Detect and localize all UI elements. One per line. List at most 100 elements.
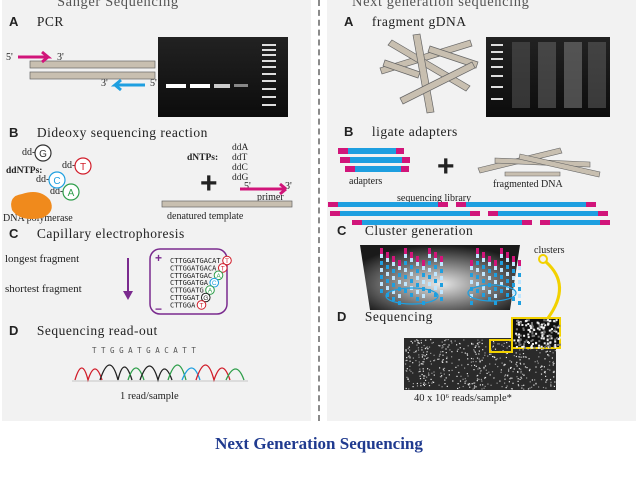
speckle [425,347,428,349]
cluster-strand-segment [482,279,485,283]
speckle [523,340,526,343]
speckle [430,378,432,380]
speckle [501,362,503,364]
fragment-terminator-letter: T [225,258,229,265]
speckle [505,353,507,355]
cluster-strand-segment [434,265,437,269]
cluster-ring [385,287,439,305]
speckle [407,352,409,354]
speckle [510,367,512,369]
speckle [553,371,555,374]
speckle [471,365,473,367]
speckle [407,348,409,350]
gel-ladder [491,44,503,100]
cluster-strand-segment [386,279,389,283]
cluster-strand-tip [506,252,509,258]
speckle [459,343,461,345]
cluster-strand-segment [380,261,383,265]
speckle [515,352,517,354]
speckle [477,344,479,346]
speckle [553,325,556,327]
speckle [486,372,488,374]
speckle [497,366,499,368]
speckle [493,377,495,379]
cluster-strand-segment [440,290,443,294]
speckle [550,337,553,340]
speckle [442,354,444,356]
panel-divider [318,0,320,421]
speckle [537,346,540,349]
speckle [444,379,446,381]
speckle [525,319,528,322]
adapter-segment [600,220,610,225]
speckle [407,378,409,380]
cluster-strand-segment [404,282,407,286]
speckle [531,325,534,328]
speckle [531,327,534,330]
speckle [531,332,534,335]
speckle [527,348,529,350]
speckle [456,350,458,352]
speckle [425,379,427,381]
cluster-strand-segment [422,280,425,284]
speckle [463,339,465,341]
speckle [472,343,474,345]
speckle [415,360,417,362]
speckle [545,319,548,322]
cluster-strand-segment [476,268,479,272]
cluster-strand-segment [416,297,419,301]
speckle [428,369,431,371]
speckle [441,347,443,349]
cluster-strand-segment [512,269,515,273]
speckle [537,335,540,338]
trace-t2 [195,364,231,383]
speckle [460,375,462,377]
speckle [456,344,458,346]
speckle [548,344,551,347]
speckle [492,345,494,347]
speckle [443,370,445,372]
speckle [476,380,478,382]
fragment-terminator-letter: G [203,295,208,302]
speckle [546,350,548,352]
speckle [546,339,549,342]
speckle [455,366,457,368]
cluster-strand-segment [494,294,497,298]
ddntp-g-circle [34,144,52,162]
speckle [434,359,436,361]
speckle [475,386,477,388]
speckle [523,384,525,386]
speckle [470,357,473,360]
fragment-terminator-circle [205,285,215,295]
speckle [489,353,491,355]
cluster-strand-segment [506,293,509,297]
speckle [523,343,526,346]
denatured-template-strand [161,200,293,208]
cluster-strand-segment [380,289,383,293]
speckle [497,343,499,345]
speckle [443,373,445,375]
speckle [520,368,522,370]
cluster-strand-segment [476,275,479,279]
speckle [542,333,545,335]
cluster-strand-segment [434,286,437,290]
speckle [519,356,521,358]
speckle [535,332,538,335]
speckle [457,348,459,350]
speckle [492,346,494,348]
speckle [508,345,510,347]
sequencing-image-noise [405,339,556,390]
pcr-top-3-label: 3' [57,52,64,63]
trace-a [127,367,145,381]
speckle [512,371,514,373]
speckle [543,342,546,345]
speckle [500,369,502,371]
speckle [448,344,450,346]
speckle [476,343,478,345]
speckle [549,378,552,381]
speckle [541,331,544,334]
speckle [431,372,433,374]
cluster-strand-segment [500,289,503,293]
